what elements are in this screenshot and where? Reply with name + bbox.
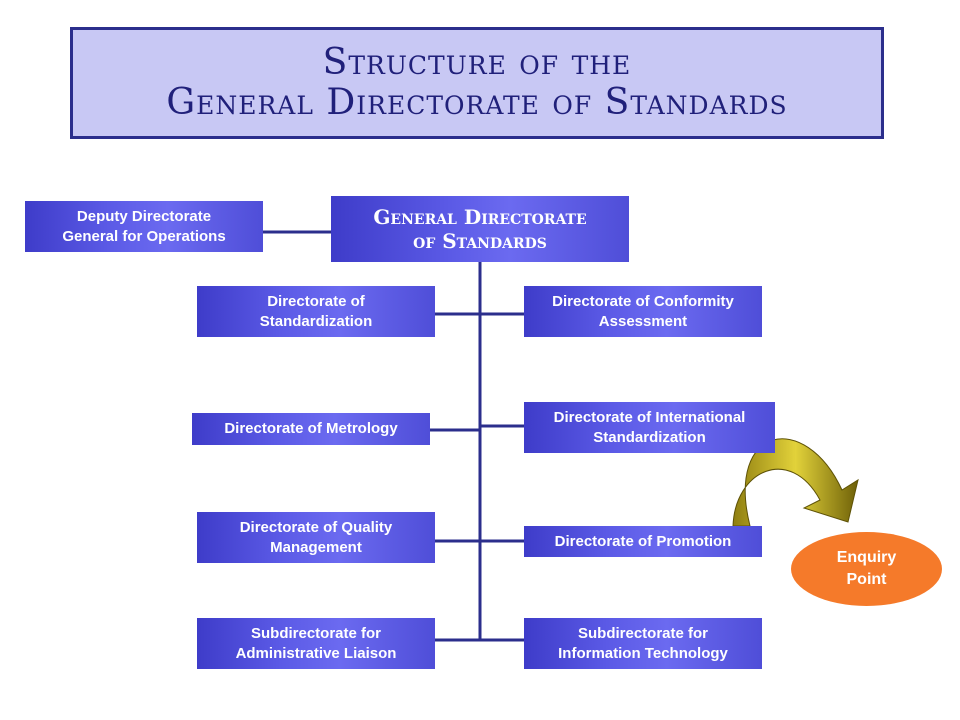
general-directorate-box: General Directorate of Standards	[331, 196, 629, 262]
it-line-2: Information Technology	[558, 644, 728, 662]
promotion-line-1: Directorate of Promotion	[554, 532, 732, 550]
standardization-line-2: Standardization	[259, 312, 373, 330]
deputy-line-2: General for Operations	[62, 227, 226, 245]
admin-line-1: Subdirectorate for	[250, 624, 382, 642]
title-line-2: General Directorate of Standards	[166, 82, 788, 123]
it-line-1: Subdirectorate for	[577, 624, 709, 642]
metrology-line-1: Directorate of Metrology	[224, 420, 398, 437]
conformity-line-2: Assessment	[598, 312, 688, 330]
promotion-box: Directorate of Promotion	[524, 526, 762, 557]
enquiry-line-1: Enquiry	[836, 549, 897, 566]
admin-line-2: Administrative Liaison	[235, 644, 397, 662]
enquiry-line-2: Point	[846, 571, 887, 588]
enquiry-point-ellipse: Enquiry Point	[791, 532, 942, 606]
conformity-line-1: Directorate of Conformity	[552, 292, 734, 310]
standardization-line-1: Directorate of	[267, 292, 365, 310]
conformity-box: Directorate of Conformity Assessment	[524, 286, 762, 337]
standardization-box: Directorate of Standardization	[197, 286, 435, 337]
quality-line-1: Directorate of Quality	[239, 518, 393, 536]
international-line-2: Standardization	[593, 428, 706, 446]
main-line-1: General Directorate	[373, 205, 587, 229]
quality-box: Directorate of Quality Management	[197, 512, 435, 563]
international-box: Directorate of International Standardiza…	[524, 402, 775, 453]
deputy-line-1: Deputy Directorate	[76, 207, 212, 225]
main-line-2: of Standards	[413, 229, 547, 253]
title-banner: Structure of the General Directorate of …	[70, 27, 884, 139]
it-box: Subdirectorate for Information Technolog…	[524, 618, 762, 669]
international-line-1: Directorate of International	[553, 408, 746, 426]
title-line-1: Structure of the	[322, 42, 632, 83]
deputy-directorate-box: Deputy Directorate General for Operation…	[25, 201, 263, 252]
curved-arrow-icon	[732, 438, 859, 527]
metrology-box: Directorate of Metrology	[192, 413, 430, 445]
admin-liaison-box: Subdirectorate for Administrative Liaiso…	[197, 618, 435, 669]
quality-line-2: Management	[270, 538, 362, 556]
